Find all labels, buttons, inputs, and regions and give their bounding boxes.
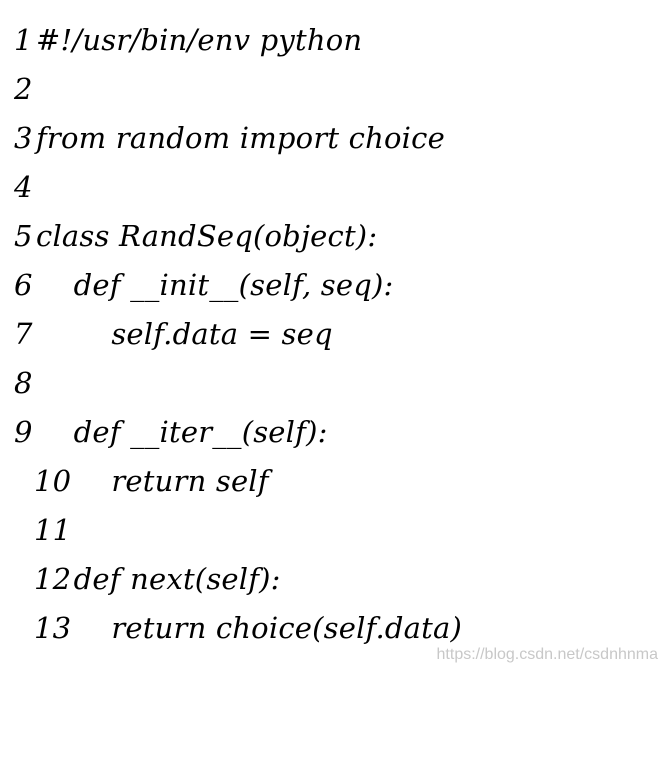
line-number: 11 [34, 513, 72, 547]
code-line: 4 [0, 167, 38, 207]
line-code: self.data = seq [36, 317, 333, 351]
watermark: https://blog.csdn.net/csdnhnma [436, 646, 658, 663]
line-number: 3 [14, 121, 33, 155]
line-number: 8 [14, 366, 33, 400]
code-line: 9 def __iter__(self): [0, 412, 327, 452]
line-code: def next(self): [36, 562, 281, 596]
line-number: 6 [14, 268, 33, 302]
code-line: 5 class RandSeq(object): [0, 216, 377, 256]
code-line: 11 [0, 510, 71, 550]
line-number: 1 [14, 23, 33, 57]
line-number: 9 [14, 415, 33, 449]
line-code: return self [36, 464, 269, 498]
code-block: 1 #!/usr/bin/env python 2 3 from random … [0, 20, 462, 648]
code-line: 13 return choice(self.data) [0, 608, 462, 648]
line-number: 10 [34, 464, 72, 498]
line-code: class RandSeq(object): [36, 219, 378, 253]
code-line: 3 from random import choice [0, 118, 445, 158]
line-code: return choice(self.data) [36, 611, 462, 645]
line-number: 2 [14, 72, 33, 106]
line-code: def __init__(self, seq): [36, 268, 394, 302]
line-number: 13 [34, 611, 72, 645]
line-code: #!/usr/bin/env python [36, 23, 363, 57]
line-number: 12 [34, 562, 72, 596]
line-code: def __iter__(self): [36, 415, 328, 449]
code-line: 7 self.data = seq [0, 314, 333, 354]
line-number: 5 [14, 219, 33, 253]
line-number: 7 [14, 317, 33, 351]
line-number: 4 [14, 170, 33, 204]
code-line: 12 def next(self): [0, 559, 280, 599]
line-code: from random import choice [36, 121, 445, 155]
code-line: 2 [0, 69, 38, 109]
code-line: 6 def __init__(self, seq): [0, 265, 393, 305]
code-line: 8 [0, 363, 38, 403]
code-line: 10 return self [0, 461, 269, 501]
code-line: 1 #!/usr/bin/env python [0, 20, 362, 60]
